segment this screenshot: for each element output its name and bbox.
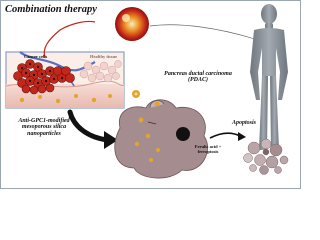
tumor-sphere bbox=[115, 7, 149, 41]
pdac-connector-line bbox=[149, 24, 259, 41]
nanoparticles-in-tissue bbox=[19, 94, 112, 104]
nanoparticle-label: Anti-GPC1-modified mesoporous silica nan… bbox=[18, 118, 70, 137]
tissue-panel bbox=[5, 20, 125, 109]
human-figure bbox=[250, 4, 288, 150]
treated-cell bbox=[114, 99, 208, 179]
healthy-cells bbox=[79, 60, 122, 83]
cancer-cells-label: Cancer cells bbox=[24, 54, 48, 59]
nanoparticle bbox=[132, 90, 140, 98]
apoptosis-label: Apoptosis bbox=[232, 120, 257, 126]
figure-title: Combination therapy bbox=[5, 4, 97, 15]
nanoparticles-in-cell bbox=[134, 117, 160, 162]
flow-arrow bbox=[67, 109, 118, 149]
vessel-to-tumor bbox=[43, 20, 96, 59]
pdac-label: Pancreas ductal carcinoma (PDAC) bbox=[164, 71, 232, 84]
diagram-graphics bbox=[5, 4, 289, 179]
apoptosis-arrow bbox=[209, 132, 246, 141]
ferroptosis-label: Ferulic acid + ferroptosis bbox=[194, 144, 222, 154]
apoptotic-bodies bbox=[243, 138, 289, 175]
healthy-tissue-label: Healthy tissue bbox=[90, 54, 118, 59]
